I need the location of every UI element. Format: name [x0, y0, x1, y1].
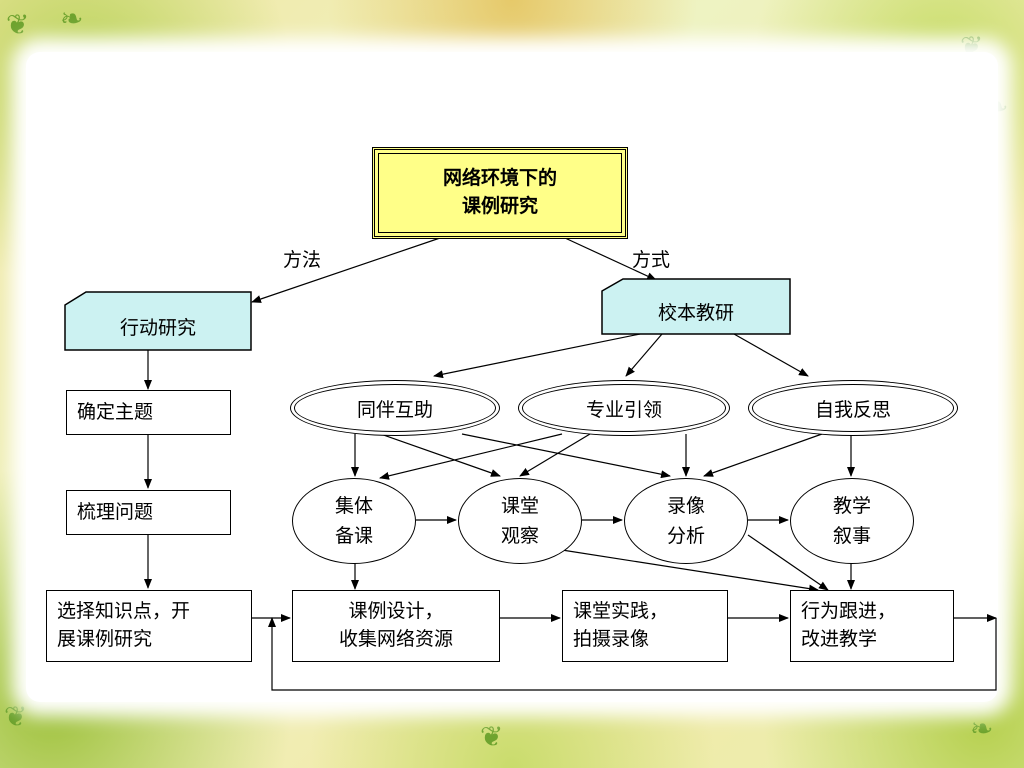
diagram-title-box: 网络环境下的 课例研究	[372, 147, 628, 239]
box-line-1: 选择知识点，开	[57, 600, 191, 623]
school-research-label: 校本教研	[657, 302, 734, 324]
box-line-2: 展课例研究	[57, 628, 153, 650]
box-line-1: 课例设计，	[348, 600, 444, 623]
circle-line-2: 叙事	[832, 525, 871, 547]
select-topic-box: 选择知识点，开 展课例研究	[46, 590, 252, 662]
school-research-box: 校本教研	[601, 278, 791, 335]
circle-line-1: 课堂	[500, 494, 539, 517]
oval-label: 自我反思	[814, 398, 891, 421]
oval-peer-help: 同伴互助	[290, 380, 500, 436]
follow-up-box: 行为跟进， 改进教学	[790, 590, 954, 662]
box-line-2: 改进教学	[801, 628, 878, 650]
circle-line-2: 观察	[500, 525, 539, 547]
oval-label: 同伴互助	[356, 398, 433, 421]
class-practice-box: 课堂实践， 拍摄录像	[562, 590, 728, 662]
circle-teaching-narrative: 教学 叙事	[790, 478, 914, 564]
box-line-2: 拍摄录像	[573, 628, 650, 650]
circle-line-1: 集体	[334, 494, 373, 517]
leaf-icon: ❧	[970, 712, 994, 745]
circle-collective-prep: 集体 备课	[292, 478, 416, 564]
circle-line-1: 录像	[666, 494, 705, 517]
title-line-2: 课例研究	[461, 195, 538, 217]
oval-self-reflection: 自我反思	[748, 380, 958, 436]
lesson-design-box: 课例设计， 收集网络资源	[292, 590, 500, 662]
branch-label-method: 方法	[283, 249, 322, 271]
step-label: 确定主题	[77, 400, 154, 423]
oval-label: 专业引领	[585, 398, 662, 421]
circle-line-2: 备课	[334, 525, 373, 547]
title-line-1: 网络环境下的	[442, 167, 557, 190]
box-line-2: 收集网络资源	[338, 628, 453, 650]
box-line-1: 行为跟进，	[801, 600, 897, 623]
action-research-label: 行动研究	[119, 317, 196, 339]
step-box: 梳理问题	[66, 490, 231, 535]
circle-class-observation: 课堂 观察	[458, 478, 582, 564]
box-line-1: 课堂实践，	[573, 600, 669, 623]
action-research-box: 行动研究	[64, 291, 252, 351]
step-label: 梳理问题	[77, 500, 154, 523]
leaf-icon: ❦	[6, 8, 30, 41]
circle-line-2: 分析	[666, 525, 705, 547]
leaf-icon: ❧	[60, 2, 84, 35]
leaf-icon: ❦	[4, 700, 28, 733]
step-box: 确定主题	[66, 390, 231, 435]
oval-expert-lead: 专业引领	[518, 380, 730, 436]
circle-video-analysis: 录像 分析	[624, 478, 748, 564]
leaf-icon: ❦	[480, 720, 504, 753]
circle-line-1: 教学	[832, 494, 871, 517]
branch-label-mode: 方式	[632, 249, 671, 271]
